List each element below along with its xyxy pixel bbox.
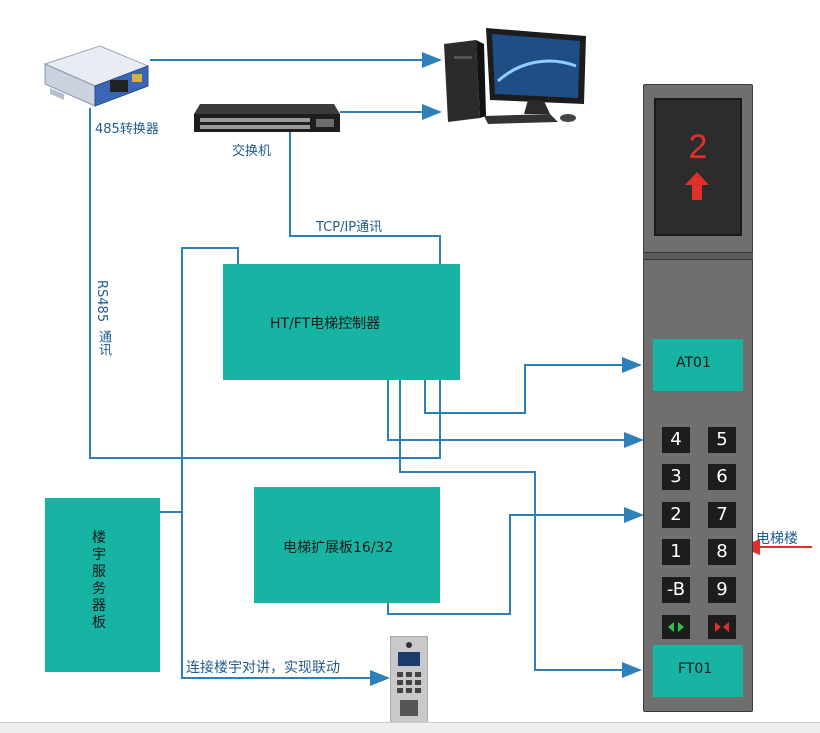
tcp-label: TCP/IP通讯 [316,220,383,235]
floor-key-8[interactable]: 8 [708,539,736,565]
switch-label: 交换机 [232,144,272,159]
computer-icon [444,28,586,124]
floor-number: 2 [688,128,708,166]
expansion-box [254,487,440,603]
converter-icon [43,45,150,107]
up-arrow-icon [685,172,709,200]
floor-key-1[interactable]: 1 [662,539,690,565]
floor-key-3[interactable]: 3 [662,464,690,490]
door-close-icon[interactable] [708,615,736,639]
floor-display [654,98,742,236]
controller-box [223,264,460,380]
switch-device [192,100,342,136]
rs485-label: RS485 [94,280,109,322]
wire-intercom [181,512,390,686]
server-board-label: 楼宇服务器板 [92,530,106,631]
wire-expansion-key2 [387,507,644,615]
panel-divider [643,252,753,260]
bottom-scrollbar [0,722,820,733]
wire-server-controller [160,247,239,513]
server-board-box [45,498,160,672]
ft01-label: FT01 [678,661,713,677]
at01-button[interactable] [653,339,743,391]
switch-icon [194,104,340,132]
computer-device [440,26,590,126]
floor-key-b[interactable]: -B [662,577,690,603]
ft01-button[interactable] [653,645,743,697]
rs485-label-cont: 通讯 [94,330,113,356]
floor-key-5[interactable]: 5 [708,427,736,453]
floor-key-2[interactable]: 2 [662,502,690,528]
at01-label: AT01 [676,355,711,371]
rs485-label-text-2: 通讯 [96,330,111,356]
intercom-label: 连接楼宇对讲，实现联动 [186,660,340,676]
intercom-icon [389,635,429,725]
floor-key-6[interactable]: 6 [708,464,736,490]
intercom-device [389,635,429,725]
floor-key-4[interactable]: 4 [662,427,690,453]
wire-at01 [424,357,642,414]
side-label: 电梯楼 [756,531,798,547]
floor-key-9[interactable]: 9 [708,577,736,603]
converter-device [40,42,150,110]
wire-rs485 [89,108,441,459]
wire-tcp [289,132,441,264]
controller-label: HT/FT电梯控制器 [270,316,381,332]
door-open-icon[interactable] [662,615,690,639]
rs485-label-text: RS485 [94,280,109,323]
wire-key4 [387,380,644,448]
floor-key-7[interactable]: 7 [708,502,736,528]
converter-label: 485转换器 [95,122,159,137]
wire-ft01 [399,380,642,678]
expansion-label: 电梯扩展板16/32 [283,540,394,556]
